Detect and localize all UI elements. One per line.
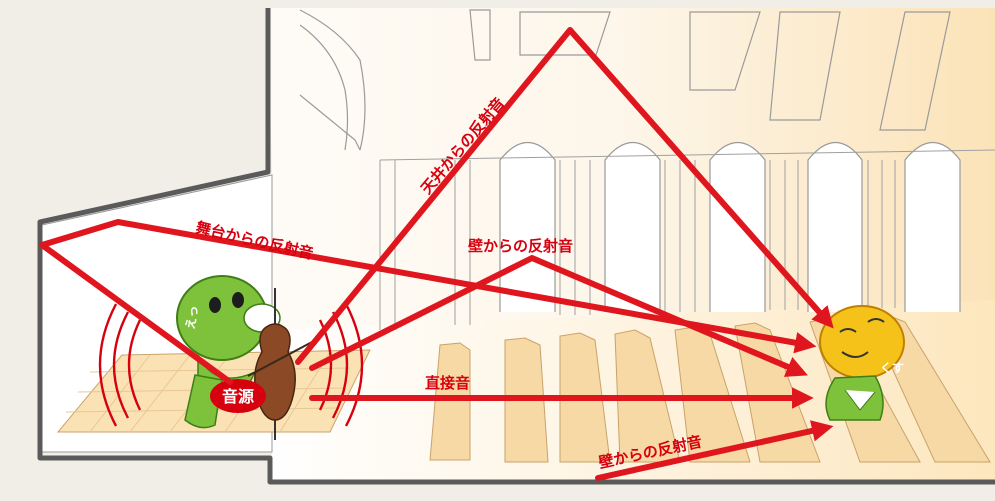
hall-outline: [37, 8, 995, 485]
wall-pillars: [379, 149, 995, 330]
arrow-wall-reflection-lower: [595, 420, 834, 481]
arrow-wall-reflection-upper: [309, 255, 808, 377]
arrow-ceiling-reflection: [295, 27, 834, 365]
arrow-stage-reflection: [39, 219, 817, 385]
reflection-arrows: [39, 27, 834, 481]
sound-source-label: 音源: [222, 387, 254, 406]
sound-source-badge: [210, 379, 266, 413]
ceiling-vaults: [299, 9, 951, 151]
listener-character: くす: [819, 305, 905, 421]
label-direct-sound: 直接音: [425, 374, 470, 392]
label-wall-reflection-upper: 壁からの反射音: [468, 237, 573, 255]
performer-tag: えっ: [183, 304, 201, 330]
performer-character: えっ 音源: [98, 275, 364, 440]
sound-waves: [98, 303, 364, 427]
listener-tag: くす: [880, 361, 904, 375]
